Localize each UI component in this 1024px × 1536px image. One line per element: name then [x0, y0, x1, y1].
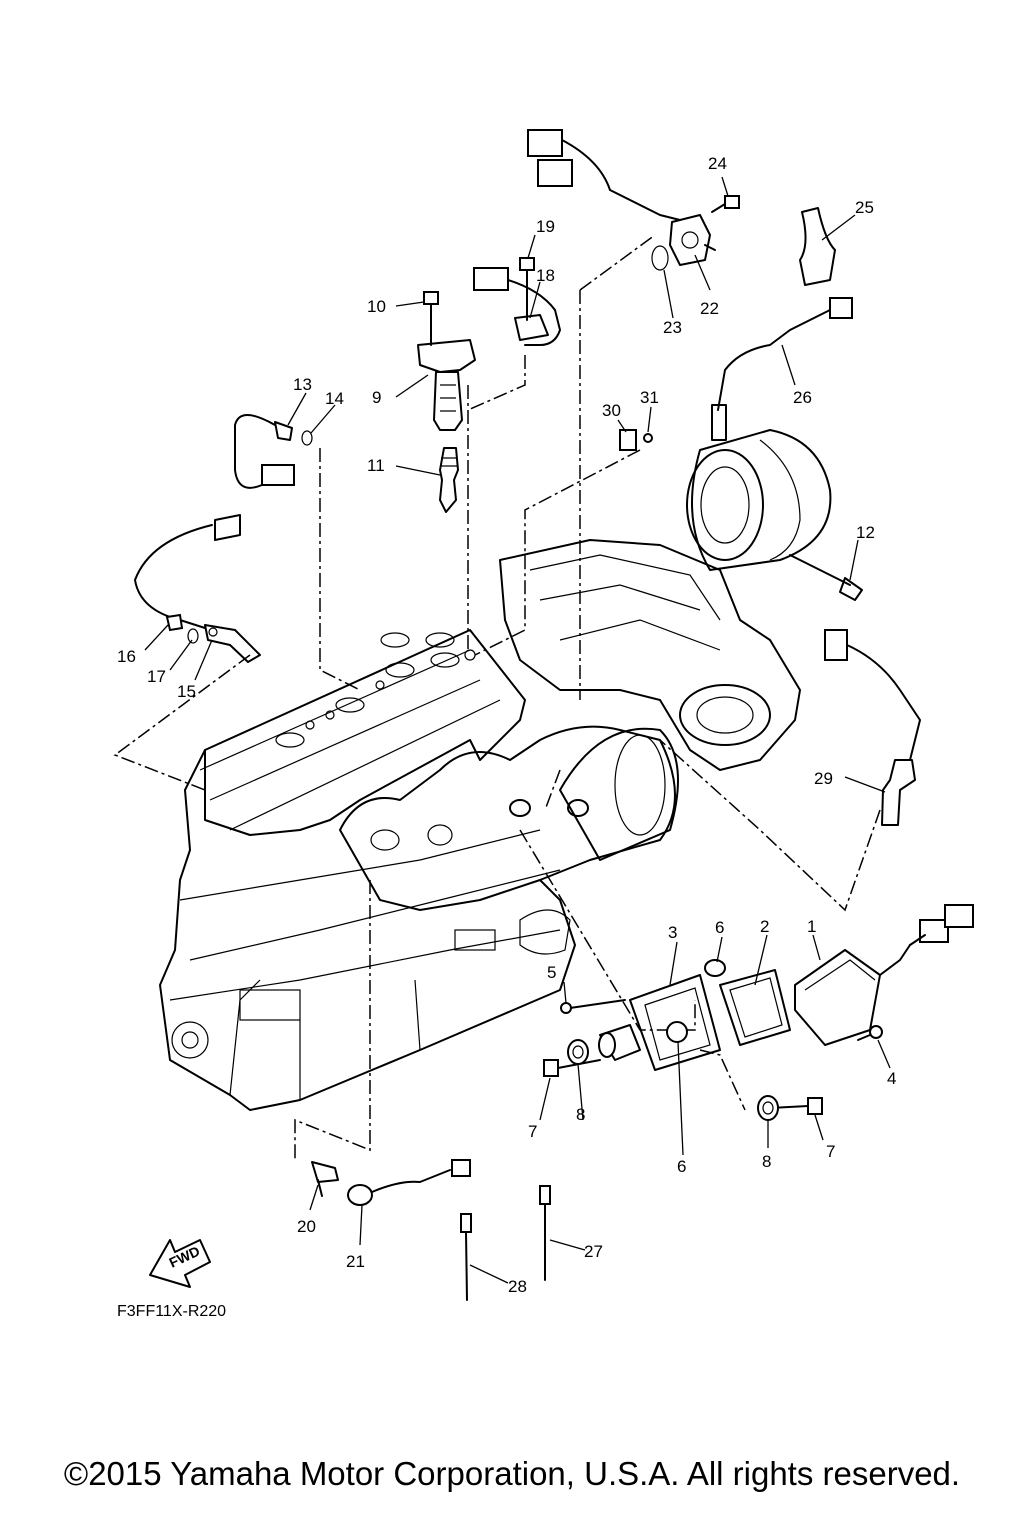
- cable-tie-28: [460, 1213, 472, 1301]
- sensor-29: [824, 629, 921, 826]
- callout-10: 10: [367, 297, 386, 316]
- callout-4: 4: [887, 1069, 896, 1088]
- callout-12: 12: [856, 523, 875, 542]
- callout-1: 1: [807, 917, 816, 936]
- ignition-coil: [417, 339, 476, 431]
- callout-3: 3: [668, 923, 677, 942]
- callout-27: 27: [584, 1242, 603, 1261]
- callout-20: 20: [297, 1217, 316, 1236]
- ecu-unit: [794, 904, 974, 1046]
- bolt-5: [560, 999, 626, 1014]
- engine-block: [159, 629, 679, 1111]
- grommet-6a: [704, 959, 726, 977]
- callout-11: 11: [367, 456, 385, 475]
- harness-22: [527, 129, 740, 271]
- callout-13: 13: [293, 375, 312, 394]
- callout-8a: 8: [576, 1105, 585, 1124]
- supercharger-housing: [499, 539, 801, 771]
- copyright-notice: ©2015 Yamaha Motor Corporation, U.S.A. A…: [63, 1455, 961, 1492]
- cam-cover-ports: [275, 632, 476, 748]
- sensor-26: [711, 297, 853, 441]
- callout-9: 9: [372, 388, 381, 407]
- clip-25: [799, 207, 836, 286]
- reference-lines: [113, 234, 881, 1160]
- sensor-15: [134, 514, 261, 663]
- callout-21: 21: [346, 1252, 365, 1271]
- sensor-18: [473, 257, 561, 346]
- callout-29: 29: [814, 769, 833, 788]
- solenoid: [598, 1024, 641, 1061]
- callout-25: 25: [855, 198, 874, 217]
- knock-sensor-21: [347, 1159, 471, 1206]
- callout-5: 5: [547, 963, 556, 982]
- callout-19: 19: [536, 217, 555, 236]
- sensor-13: [234, 414, 313, 489]
- callout-23: 23: [663, 318, 682, 337]
- grommet-6b: [666, 1021, 688, 1043]
- callout-17: 17: [147, 667, 166, 686]
- bolt-4: [857, 1025, 883, 1041]
- callout-2: 2: [760, 917, 769, 936]
- callout-7a: 7: [528, 1122, 537, 1141]
- damper-8b: [757, 1095, 779, 1121]
- callout-8b: 8: [762, 1152, 771, 1171]
- callout-numbers: 1 2 3 4 5 6 6 7 7 8 8 9 10 11 12 13 14 1…: [117, 154, 896, 1296]
- sensor-20: [311, 1161, 339, 1197]
- spark-plug: [439, 447, 459, 513]
- callout-leaders: [144, 176, 891, 1284]
- diagram-code: F3FF11X-R220: [117, 1303, 226, 1320]
- callout-24: 24: [708, 154, 727, 173]
- callout-31: 31: [640, 388, 659, 407]
- callout-15: 15: [177, 682, 196, 701]
- callout-18: 18: [536, 266, 555, 285]
- clamp-30: [619, 429, 653, 451]
- intake-chamber: [686, 429, 832, 571]
- callout-7b: 7: [826, 1142, 835, 1161]
- callout-6a: 6: [715, 918, 724, 937]
- callout-16: 16: [117, 647, 136, 666]
- callout-26: 26: [793, 388, 812, 407]
- callout-28: 28: [508, 1277, 527, 1296]
- fwd-arrow: FWD: [149, 1239, 211, 1288]
- cable-tie-27: [539, 1185, 551, 1281]
- callout-6b: 6: [677, 1157, 686, 1176]
- callout-30: 30: [602, 401, 621, 420]
- gasket-2: [719, 969, 791, 1046]
- strap-12: [789, 554, 863, 601]
- bolt-10: [423, 291, 439, 346]
- callout-14: 14: [325, 389, 344, 408]
- damper-8a: [567, 1039, 589, 1065]
- callout-22: 22: [700, 299, 719, 318]
- bracket-3: [629, 974, 721, 1071]
